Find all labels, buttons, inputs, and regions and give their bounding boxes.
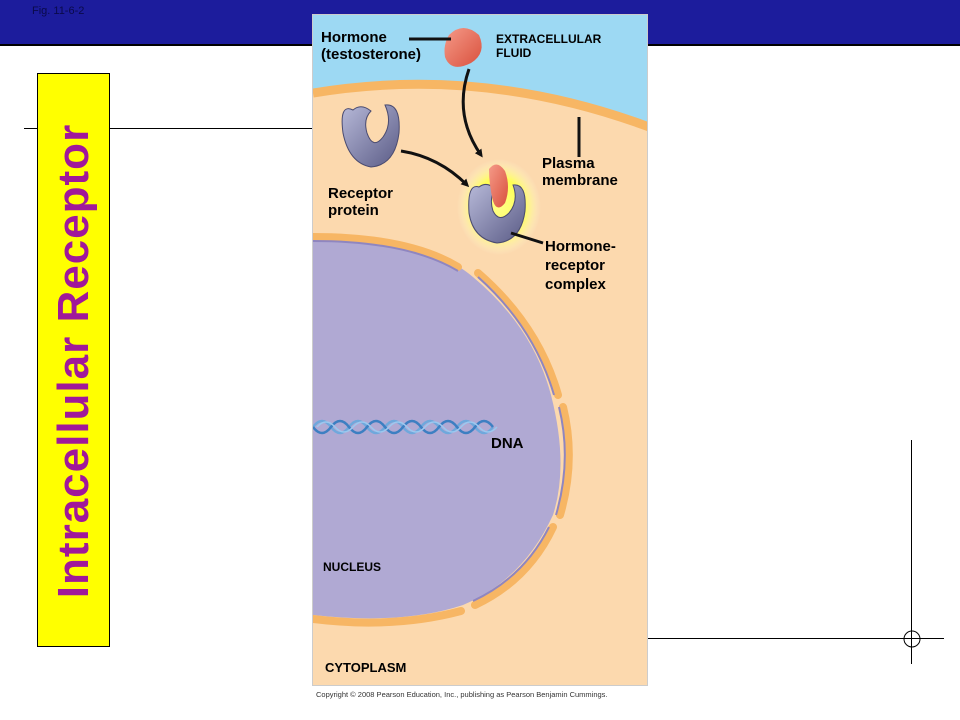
guide-line-vertical (911, 440, 912, 664)
label-dna: DNA (491, 435, 524, 452)
page-title: Intracellular Receptor (49, 123, 98, 599)
label-receptor-protein: Receptor protein (328, 185, 394, 219)
arrow-receptor-to-complex (400, 149, 470, 188)
title-banner: Intracellular Receptor (37, 73, 110, 647)
figure-number: Fig. 11-6-2 (32, 5, 85, 17)
nuclear-envelope-inner (313, 240, 566, 602)
receptor-diagram: Hormone (testosterone) EXTRACELLULAR FLU… (312, 14, 648, 686)
complex-hormone (489, 164, 508, 208)
label-hormone-receptor-complex: Hormone- receptor complex (545, 238, 616, 293)
copyright-notice: Copyright © 2008 Pearson Education, Inc.… (316, 690, 608, 699)
dna-helix (313, 419, 498, 435)
label-cytoplasm: CYTOPLASM (325, 660, 407, 675)
guide-line-bottom (648, 638, 944, 639)
arrow-hormone-to-complex (461, 68, 483, 158)
free-hormone (444, 28, 482, 67)
plasma-membrane (313, 79, 647, 132)
nucleus (313, 235, 561, 619)
receptor-protein (341, 104, 400, 168)
nuclear-envelope (313, 233, 573, 627)
leader-complex (510, 231, 544, 245)
label-extracellular-fluid: EXTRACELLULAR FLUID (496, 32, 602, 60)
crosshair-icon (903, 630, 921, 648)
label-hormone: Hormone (testosterone) (321, 29, 422, 63)
guide-line-top-left (24, 128, 38, 129)
label-plasma-membrane: Plasma membrane (542, 155, 618, 189)
diagram-canvas (313, 15, 647, 685)
label-nucleus: NUCLEUS (323, 560, 382, 574)
guide-line-top-right (110, 128, 312, 129)
